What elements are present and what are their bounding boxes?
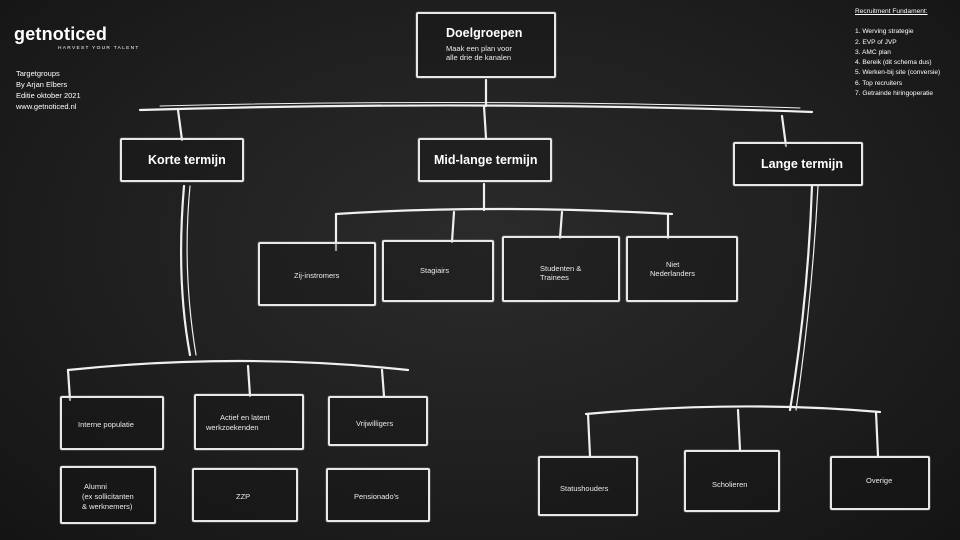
term-long-label: Lange termijn [761, 157, 843, 171]
logo-tagline: HARVEST YOUR TALENT [58, 46, 140, 51]
group-label: Pensionado's [354, 492, 399, 501]
document-info: Targetgroups By Arjan Elbers Editie okto… [16, 68, 81, 112]
term-box-short: Korte termijn [120, 138, 244, 182]
group-label-line3: & werknemers) [82, 502, 133, 511]
group-box-scholieren: Scholieren [684, 450, 780, 512]
group-label-line1: Actief en latent [220, 413, 270, 422]
group-label-line2: werkzoekenden [206, 423, 259, 432]
term-box-mid: Mid-lange termijn [418, 138, 552, 182]
term-box-long: Lange termijn [733, 142, 863, 186]
group-box-pensionados: Pensionado's [326, 468, 430, 522]
group-label-line2: Nederlanders [650, 269, 696, 278]
fundament-item: 6. Top recruiters [855, 79, 903, 87]
group-box-actief-latent: Actief en latent werkzoekenden [194, 394, 304, 450]
group-box-niet-nederlanders: Niet Nederlanders [626, 236, 738, 302]
group-label-line1: Studenten & [540, 264, 582, 273]
fundament-item: 4. Bereik (dit schema dus) [855, 59, 932, 67]
group-box-stagiairs: Stagiairs [382, 240, 494, 302]
root-title: Doelgroepen [446, 26, 523, 40]
group-label-line1: Niet [666, 260, 680, 269]
group-box-statushouders: Statushouders [538, 456, 638, 516]
group-label-line2: Trainees [540, 273, 569, 282]
group-label: Vrijwilligers [356, 419, 394, 428]
root-subtitle-line2: alle drie de kanalen [446, 53, 512, 62]
group-label: Interne populatie [78, 420, 134, 429]
fundament-item: 3. AMC plan [855, 48, 891, 56]
info-author: By Arjan Elbers [16, 80, 68, 89]
fundament-item: 7. Getrainde hiringoperatie [855, 90, 934, 98]
group-label: Stagiairs [420, 266, 450, 275]
fundament-item: 2. EVP of JVP [855, 38, 897, 46]
group-box-zij-instromers: Zij-instromers [258, 242, 376, 306]
info-website[interactable]: www.getnoticed.nl [16, 102, 77, 111]
group-box-alumni: Alumni (ex sollicitanten & werknemers) [60, 466, 156, 524]
recruitment-fundament-list: Recruitment Fundament: 1. Werving strate… [855, 7, 940, 99]
group-box-interne-populatie: Interne populatie [60, 396, 164, 450]
group-label-line2: (ex sollicitanten [82, 492, 134, 501]
group-label: Zij-instromers [294, 271, 340, 280]
term-mid-label: Mid-lange termijn [434, 153, 538, 167]
group-box-zzp: ZZP [192, 468, 298, 522]
fundament-item: 5. Werken-bij site (conversie) [855, 69, 941, 77]
root-doelgroepen-box: Doelgroepen Maak een plan voor alle drie… [416, 12, 556, 78]
logo-word-get: get [14, 24, 42, 44]
group-label: Overige [866, 476, 893, 485]
info-title: Targetgroups [16, 69, 60, 78]
fundament-title: Recruitment Fundament: [855, 8, 928, 15]
group-box-studenten-trainees: Studenten & Trainees [502, 236, 620, 302]
fundament-item: 1. Werving strategie [855, 28, 914, 36]
group-box-vrijwilligers: Vrijwilligers [328, 396, 428, 446]
term-short-label: Korte termijn [148, 153, 226, 167]
logo-word-noticed: noticed [41, 24, 108, 44]
group-label: ZZP [236, 492, 251, 501]
getnoticed-logo: getnoticed HARVEST YOUR TALENT [14, 24, 138, 51]
root-subtitle-line1: Maak een plan voor [446, 44, 512, 53]
group-box-overige: Overige [830, 456, 930, 510]
info-edition: Editie oktober 2021 [16, 91, 81, 100]
group-label: Statushouders [560, 484, 609, 493]
group-label-line1: Alumni [84, 482, 107, 491]
group-label: Scholieren [712, 480, 748, 489]
